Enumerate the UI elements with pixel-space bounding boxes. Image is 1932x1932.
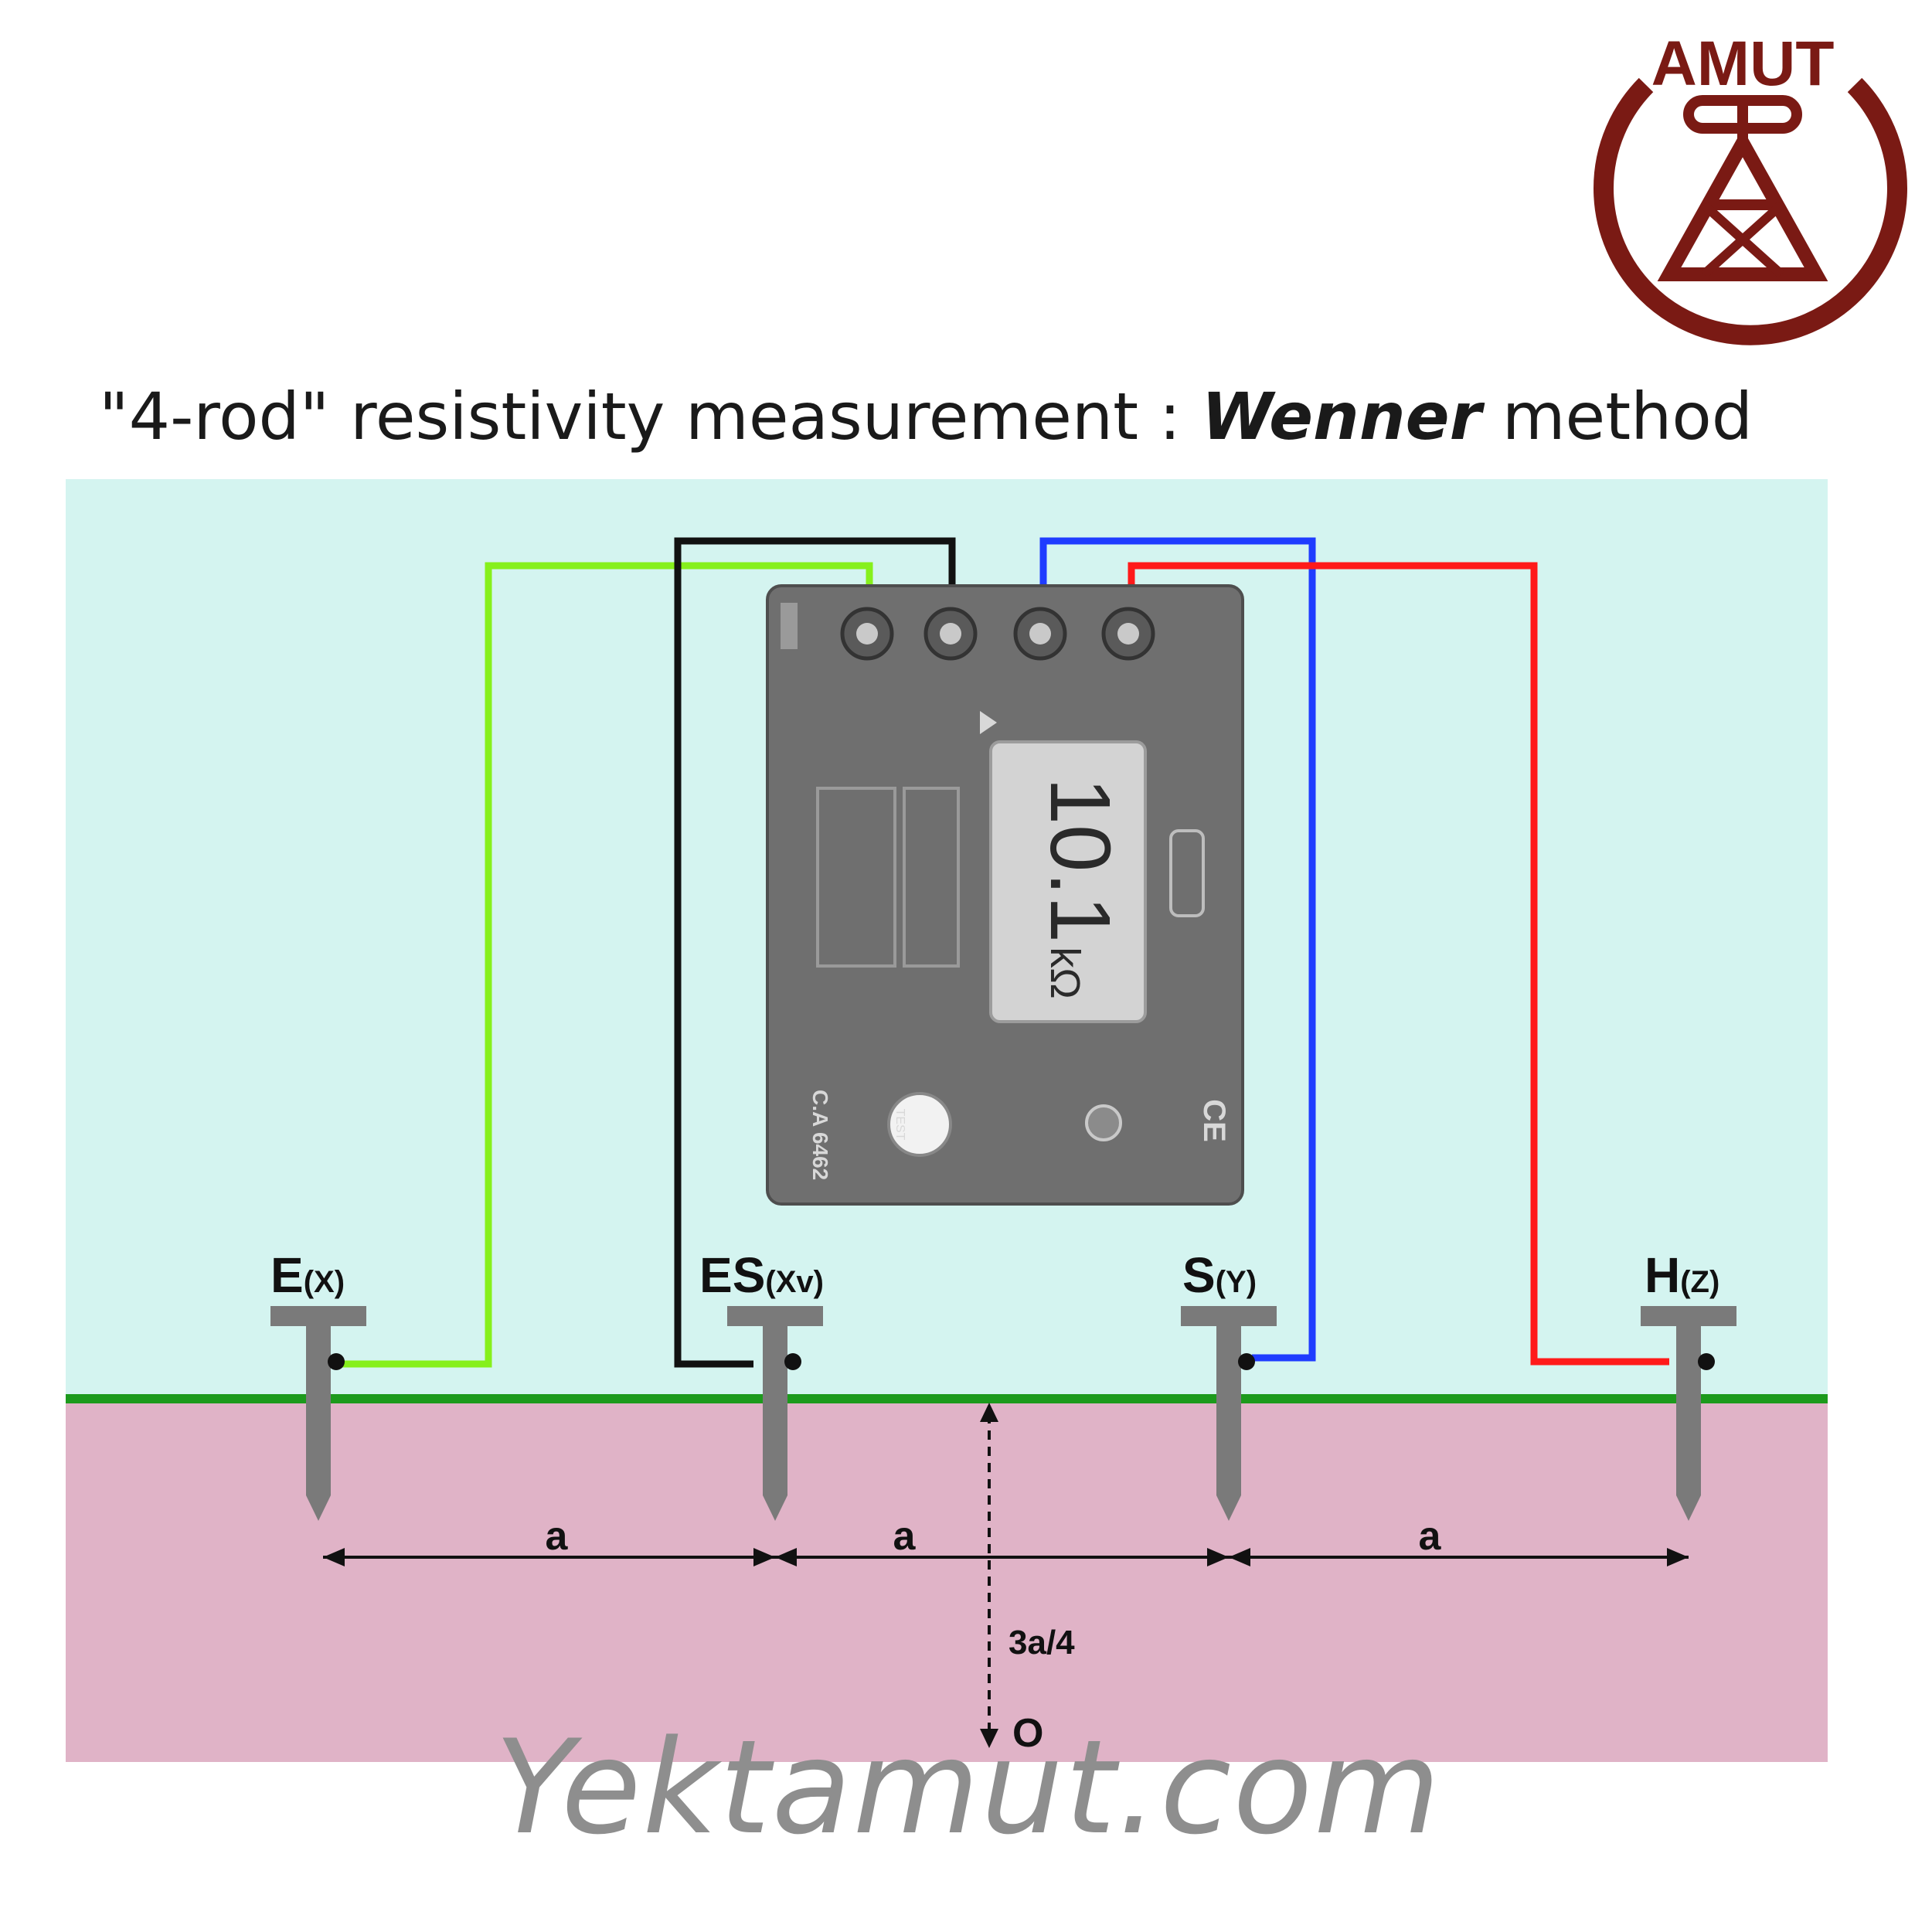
rod-label-main: S — [1182, 1247, 1216, 1303]
lcd-screen — [989, 740, 1147, 1023]
test-button[interactable] — [887, 1092, 952, 1157]
brand-label: C.A 6462 — [808, 1090, 832, 1180]
wire-es-black — [674, 537, 956, 1368]
rod-clip[interactable] — [1698, 1353, 1715, 1370]
title-prefix: "4-rod" resistivity measurement : — [99, 379, 1202, 454]
rod-clip[interactable] — [784, 1353, 801, 1370]
rod-label: S(Y) — [1182, 1247, 1257, 1303]
rod-label: ES(Xv) — [699, 1247, 824, 1303]
rod-label-sub: (Z) — [1680, 1265, 1719, 1299]
lcd-value: 10.1 — [1032, 777, 1128, 943]
soil-area — [66, 1399, 1828, 1762]
spacing-arrows: a a a — [323, 1514, 1689, 1566]
rod-clip[interactable] — [1238, 1353, 1255, 1370]
rod-s: S(Y) — [1181, 1247, 1277, 1521]
terminal-h[interactable] — [1101, 607, 1155, 661]
depth-label: 3a/4 — [1009, 1624, 1075, 1662]
terminal-s[interactable] — [1013, 607, 1067, 661]
warning-icon — [980, 711, 997, 734]
rod-h: H(Z) — [1641, 1247, 1736, 1521]
watermark: Yektamut.com — [495, 1712, 1442, 1863]
range-knob[interactable] — [1085, 1104, 1122, 1141]
rod-cap — [270, 1306, 366, 1326]
depth-point: O — [1012, 1711, 1043, 1756]
rod-label-sub: (Xv) — [765, 1265, 824, 1299]
spacing-label-3: a — [1419, 1514, 1442, 1559]
title-suffix: method — [1481, 379, 1753, 454]
rod-cap — [1181, 1306, 1277, 1326]
rod-label-sub: (Y) — [1216, 1265, 1257, 1299]
wire-s-blue — [1039, 537, 1316, 1362]
logo-text: AMUT — [1651, 29, 1835, 99]
title-emphasis: Wenner — [1201, 379, 1482, 454]
spacing-label-1: a — [546, 1514, 569, 1559]
rod-shaft — [1676, 1326, 1701, 1521]
rods: E(X)ES(Xv)S(Y)H(Z) — [270, 1247, 1736, 1521]
rod-label: H(Z) — [1645, 1247, 1719, 1303]
rod-label-main: ES — [699, 1247, 765, 1303]
rod-label: E(X) — [270, 1247, 345, 1303]
rod-cap — [727, 1306, 823, 1326]
rod-shaft — [1216, 1326, 1241, 1521]
page-title: "4-rod" resistivity measurement : Wenner… — [99, 379, 1876, 464]
rod-cap — [1641, 1306, 1736, 1326]
rod-label-main: E — [270, 1247, 304, 1303]
spacing-label-2: a — [893, 1514, 917, 1559]
rod-es: ES(Xv) — [699, 1247, 824, 1521]
terminal-e[interactable] — [840, 607, 894, 661]
ce-mark: CE — [1197, 1099, 1231, 1142]
rod-label-main: H — [1645, 1247, 1680, 1303]
rod-label-sub: (X) — [304, 1265, 345, 1299]
rod-shaft — [306, 1326, 331, 1521]
lcd-unit: kΩ — [1042, 947, 1088, 998]
amut-logo: AMUT — [1594, 29, 1907, 345]
test-button-label: TEST — [893, 1109, 906, 1141]
terminal-es[interactable] — [923, 607, 978, 661]
rod-shaft — [763, 1326, 787, 1521]
rod-clip[interactable] — [328, 1353, 345, 1370]
rod-e: E(X) — [270, 1247, 366, 1521]
depth-indicator: 3a/4 O — [980, 1403, 1075, 1756]
earth-tester: 10.1 kΩ TEST C.A 6462 CE — [766, 584, 1244, 1206]
